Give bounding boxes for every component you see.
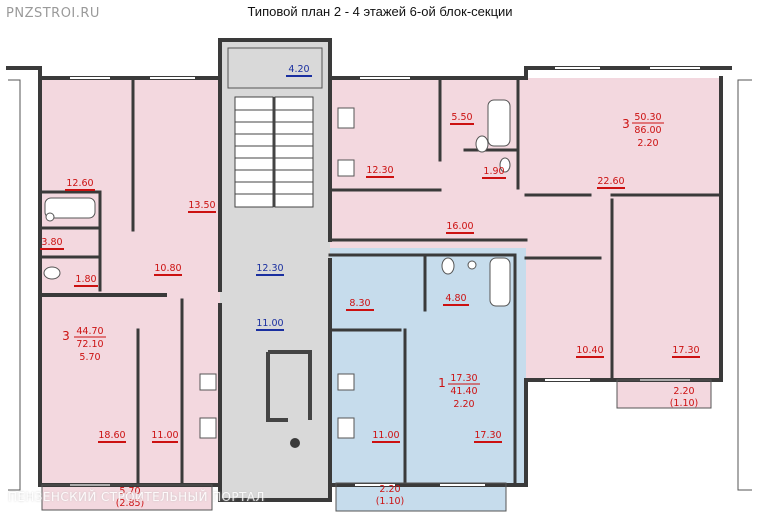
area-left-hall: 10.80: [154, 263, 181, 274]
apartment-right-summary: 3 50.30 86.00 2.20: [622, 112, 664, 149]
area-upper-mid-kitchen: 12.30: [366, 165, 393, 176]
blue-balcony-outline: [335, 482, 507, 512]
left-loggia-fill: [42, 485, 212, 510]
area-right-room-top: 22.60: [597, 176, 624, 187]
apartment-right-extra-area: 2.20: [637, 138, 658, 149]
left-side-structure: [8, 79, 21, 491]
area-blue-balcony-bottom: (1.10): [376, 496, 405, 507]
site-brand: PNZSTROI.RU: [6, 6, 100, 21]
area-left-bath: 3.80: [41, 237, 62, 248]
area-left-sw-room: 18.60: [98, 430, 125, 441]
area-left-room-1: 12.60: [66, 178, 93, 189]
apartment-blue-total-area: 41.40: [450, 386, 477, 397]
area-blue-bath: 4.80: [445, 293, 466, 304]
area-right-balcony-top: 2.20: [673, 386, 694, 397]
sink-icon: [45, 212, 55, 222]
stair-flight: [274, 96, 314, 208]
apartment-blue-extra-area: 2.20: [453, 399, 474, 410]
area-corridor-lower: 11.00: [256, 318, 283, 329]
garbage-chute-icon: [290, 438, 300, 448]
blue-balcony-fill: [336, 483, 506, 511]
stove-icon: [337, 159, 355, 177]
right-balcony-fill: [617, 380, 711, 408]
apartment-left-summary: 3 44.70 72.10 5.70: [62, 326, 106, 363]
sink-icon: [199, 417, 217, 439]
apartment-left-total-area: 72.10: [76, 339, 103, 350]
toilet-icon: [43, 266, 61, 280]
stove-icon: [337, 373, 355, 391]
stove-icon: [199, 373, 217, 391]
area-upper-mid-wc: 1.90: [483, 166, 504, 177]
bottom-outer-wall: [38, 378, 723, 502]
apartment-blue-living-area: 17.30: [450, 373, 477, 384]
right-balcony-outline: [616, 379, 712, 409]
room-labels: 4.20 12.60 13.50 3.80 1.80 10.80 18.60 1…: [40, 64, 700, 509]
apartment-left-extra-area: 5.70: [79, 352, 100, 363]
area-right-room-low: 17.30: [672, 345, 699, 356]
bathtub-icon: [487, 99, 511, 147]
apartment-left-room-count: 3: [62, 329, 70, 343]
apartment-right-total-area: 86.00: [634, 125, 661, 136]
area-right-room-mid: 10.40: [576, 345, 603, 356]
left-apartment-fill: [40, 78, 220, 295]
area-right-balcony-bottom: (1.10): [670, 398, 699, 409]
left-loggia-outline: [41, 484, 213, 511]
sink-icon: [337, 107, 355, 129]
toilet-icon: [441, 257, 455, 275]
fixtures: [43, 99, 511, 439]
area-corridor-upper: 12.30: [256, 263, 283, 274]
area-blue-hall: 8.30: [349, 298, 370, 309]
area-upper-mid-bath: 5.50: [451, 112, 472, 123]
stair-top-room: [227, 47, 323, 89]
windows: [70, 67, 700, 486]
area-blue-balcony-top: 2.20: [379, 484, 400, 495]
right-side-structure: [737, 79, 752, 491]
outer-details: [8, 47, 752, 512]
staircase: [234, 96, 314, 208]
area-stair-top: 4.20: [288, 64, 309, 75]
area-blue-room: 17.30: [474, 430, 501, 441]
portal-watermark: ПЕНЗЕНСКИЙ СТРОИТЕЛЬНЫЙ ПОРТАЛ: [8, 490, 265, 504]
area-blue-kitchen: 11.00: [372, 430, 399, 441]
lower-stair-structure: [266, 350, 312, 422]
area-upper-mid-hall: 16.00: [446, 221, 473, 232]
area-left-room-2: 13.50: [188, 200, 215, 211]
apartment-left-living-area: 44.70: [76, 326, 103, 337]
bathtub-icon: [44, 197, 96, 219]
apartment-blue-summary: 1 17.30 41.40 2.20: [438, 373, 480, 410]
top-outer-wall: [6, 38, 732, 80]
area-left-wc: 1.80: [75, 274, 96, 285]
apartment-right-room-count: 3: [622, 117, 630, 131]
walls: [6, 38, 732, 502]
toilet-icon: [499, 157, 511, 173]
lower-stair-wall: [266, 350, 312, 422]
plan-title: Типовой план 2 - 4 этажей 6-ой блок-секц…: [247, 4, 513, 19]
area-left-kitchen: 11.00: [151, 430, 178, 441]
area-left-loggia-top: 5.70: [119, 486, 140, 497]
bathtub-icon: [489, 257, 511, 307]
toilet-icon: [475, 135, 489, 153]
apartment-blue-room-count: 1: [438, 376, 446, 390]
area-left-loggia-bottom: (2.85): [116, 498, 145, 509]
sink-icon: [467, 260, 477, 270]
apartment-right-living-area: 50.30: [634, 112, 661, 123]
stair-flight: [234, 96, 274, 208]
right-apartment-fill-mid: [526, 195, 721, 380]
sink-icon: [337, 417, 355, 439]
left-apartment-fill-lower: [40, 295, 220, 485]
